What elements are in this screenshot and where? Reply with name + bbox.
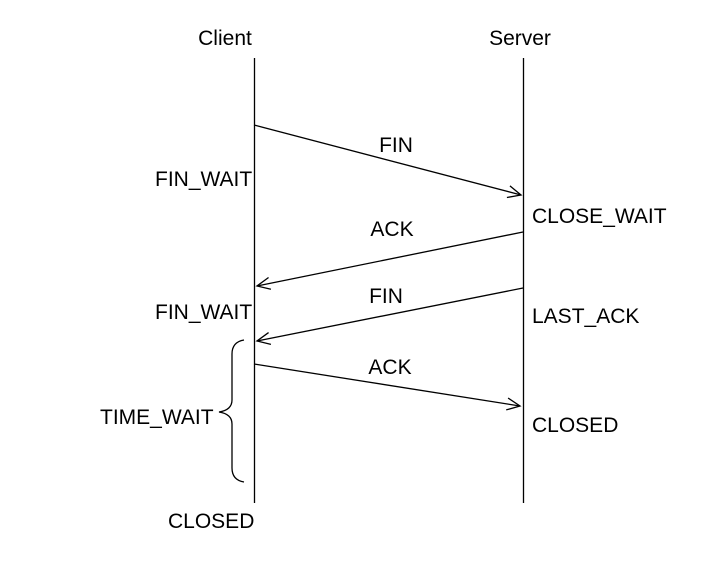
- message-label-ack-2: ACK: [368, 356, 411, 379]
- state-label-client-closed: CLOSED: [168, 510, 254, 533]
- state-label-time-wait: TIME_WAIT: [100, 406, 214, 429]
- message-arrow-ack-1: [255, 231, 524, 290]
- message-label-ack-1: ACK: [370, 218, 413, 241]
- state-label-fin-wait-2: FIN_WAIT: [155, 301, 252, 324]
- time-wait-brace: [218, 339, 245, 483]
- state-label-fin-wait-1: FIN_WAIT: [155, 168, 252, 191]
- state-label-server-closed: CLOSED: [532, 414, 618, 437]
- state-label-last-ack: LAST_ACK: [532, 305, 639, 328]
- message-arrow-fin-1: [253, 124, 523, 199]
- message-label-fin-1: FIN: [379, 134, 413, 157]
- message-arrow-ack-2: [253, 363, 522, 411]
- message-arrow-fin-2: [255, 287, 524, 345]
- message-label-fin-2: FIN: [369, 285, 403, 308]
- participant-label-client: Client: [198, 27, 252, 50]
- participant-label-server: Server: [489, 27, 551, 50]
- state-label-close-wait: CLOSE_WAIT: [532, 205, 667, 228]
